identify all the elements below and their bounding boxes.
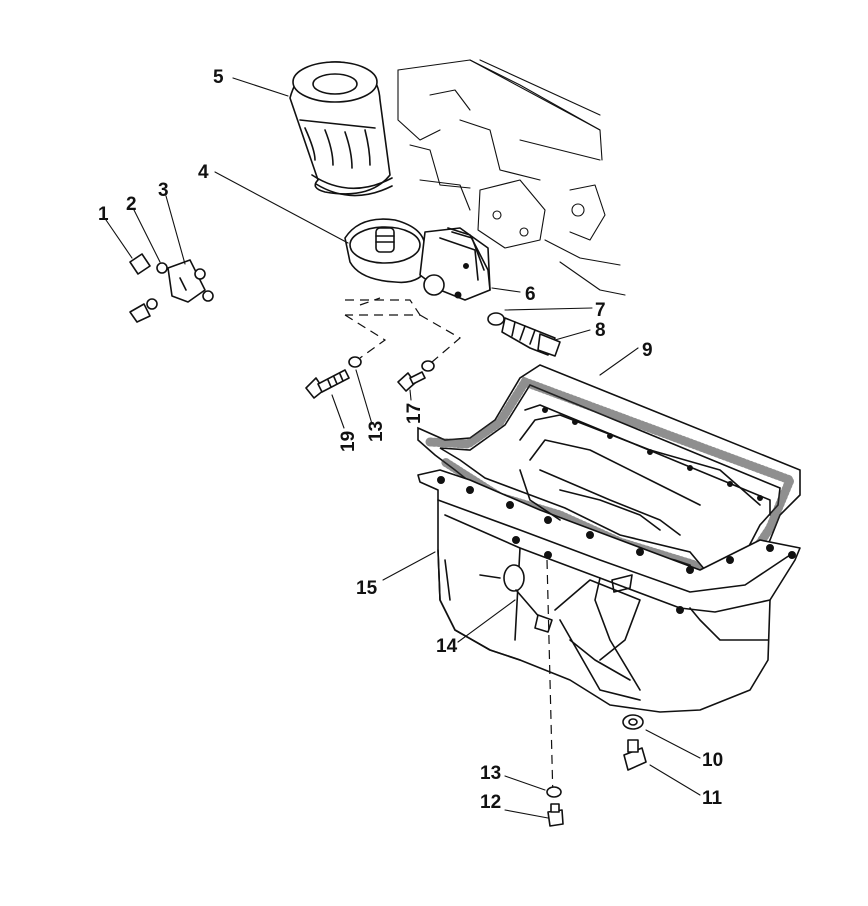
callout-13-upper: 13 <box>366 421 387 442</box>
oil-pan <box>417 469 801 713</box>
callout-13-lower: 13 <box>480 763 501 784</box>
callout-2: 2 <box>126 194 137 215</box>
drain-washer-10 <box>622 714 644 730</box>
bolt-19 <box>305 369 350 399</box>
drain-plug-11 <box>623 739 647 771</box>
dipstick-tube <box>503 564 553 633</box>
callout-labels: 1 2 3 4 5 6 7 8 9 10 11 12 13 13 14 15 1… <box>98 67 723 813</box>
engine-block <box>397 59 626 296</box>
oil-pressure-sender <box>501 317 561 357</box>
bolt-guide-lines <box>344 297 462 363</box>
adapter-gasket <box>447 227 491 291</box>
leader-lines <box>105 77 701 819</box>
callout-19: 19 <box>338 431 359 452</box>
callout-11: 11 <box>702 788 723 809</box>
callout-6: 6 <box>525 284 536 305</box>
washer-13-lower <box>546 786 562 798</box>
oil-filter <box>289 61 393 197</box>
drain-axis-line <box>546 559 554 801</box>
plug-12 <box>547 803 564 827</box>
callout-1: 1 <box>98 204 109 225</box>
washer-13-upper <box>348 356 362 368</box>
callout-10: 10 <box>702 750 723 771</box>
callout-14: 14 <box>436 636 458 657</box>
filter-adapter <box>344 218 491 301</box>
callout-8: 8 <box>595 320 606 341</box>
callout-5: 5 <box>213 67 224 88</box>
callout-12: 12 <box>480 792 501 813</box>
callout-17: 17 <box>404 403 425 424</box>
fitting-assembly <box>129 253 214 323</box>
callout-9: 9 <box>642 340 653 361</box>
bolt-17 <box>397 371 426 392</box>
oil-pan-inner <box>519 404 771 536</box>
washer-17 <box>421 360 435 372</box>
callout-4: 4 <box>198 162 209 183</box>
o-ring <box>487 312 505 326</box>
callout-15: 15 <box>356 578 378 599</box>
callout-3: 3 <box>158 180 169 201</box>
callout-7: 7 <box>595 300 606 321</box>
